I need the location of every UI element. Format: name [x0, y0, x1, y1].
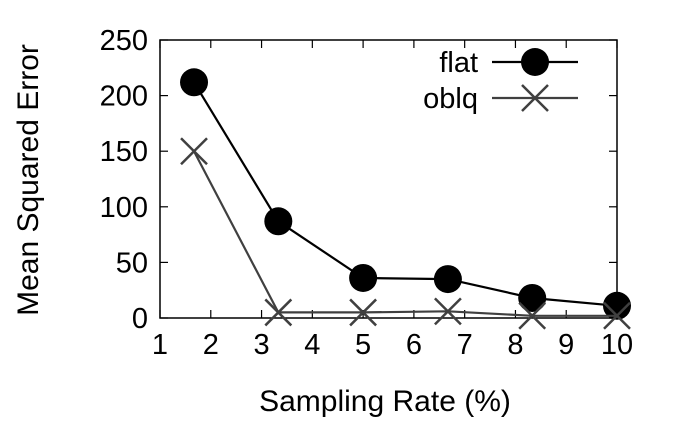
data-point-oblq	[521, 84, 549, 112]
plot-frame	[159, 39, 618, 319]
y-tick-label: 50	[116, 247, 148, 279]
x-tick-label: 1	[152, 329, 168, 361]
x-tick-label: 5	[355, 329, 371, 361]
y-tick-label: 200	[100, 81, 148, 113]
series-line-flat	[193, 81, 618, 307]
data-point-flat	[521, 48, 549, 76]
y-tick-label: 0	[132, 303, 148, 335]
data-point-oblq	[603, 301, 631, 330]
data-point-flat	[603, 291, 631, 320]
x-tick-label: 7	[457, 329, 473, 361]
legend: flat oblq	[423, 47, 578, 115]
x-tick-label: 10	[601, 329, 633, 361]
data-point-flat	[433, 265, 462, 294]
legend-label-flat: flat	[439, 47, 478, 79]
y-tick-label: 150	[100, 136, 148, 168]
data-point-flat	[180, 68, 209, 97]
legend-label-oblq: oblq	[423, 83, 478, 115]
data-point-flat	[264, 207, 293, 236]
y-tick-label: 250	[100, 25, 148, 57]
series-layer	[180, 68, 631, 330]
series-line-oblq	[193, 150, 617, 317]
series-flat	[180, 68, 631, 320]
data-point-oblq	[180, 137, 208, 166]
x-axis-label: Sampling Rate (%)	[259, 385, 511, 418]
x-tick-label: 2	[203, 329, 219, 361]
data-point-oblq	[264, 298, 293, 327]
x-tick-label: 4	[304, 329, 320, 361]
x-tick-label: 6	[406, 329, 422, 361]
y-tick-label: 100	[100, 192, 148, 224]
y-axis-label: Mean Squared Error	[12, 44, 45, 316]
x-tick-label: 9	[558, 329, 574, 361]
data-point-flat	[518, 283, 547, 312]
data-point-oblq	[434, 297, 462, 326]
data-point-oblq	[518, 301, 547, 330]
x-tick-label: 8	[507, 329, 523, 361]
x-tick-label: 3	[253, 329, 269, 361]
series-oblq	[180, 137, 631, 330]
data-point-oblq	[349, 298, 377, 327]
data-point-flat	[349, 263, 378, 292]
